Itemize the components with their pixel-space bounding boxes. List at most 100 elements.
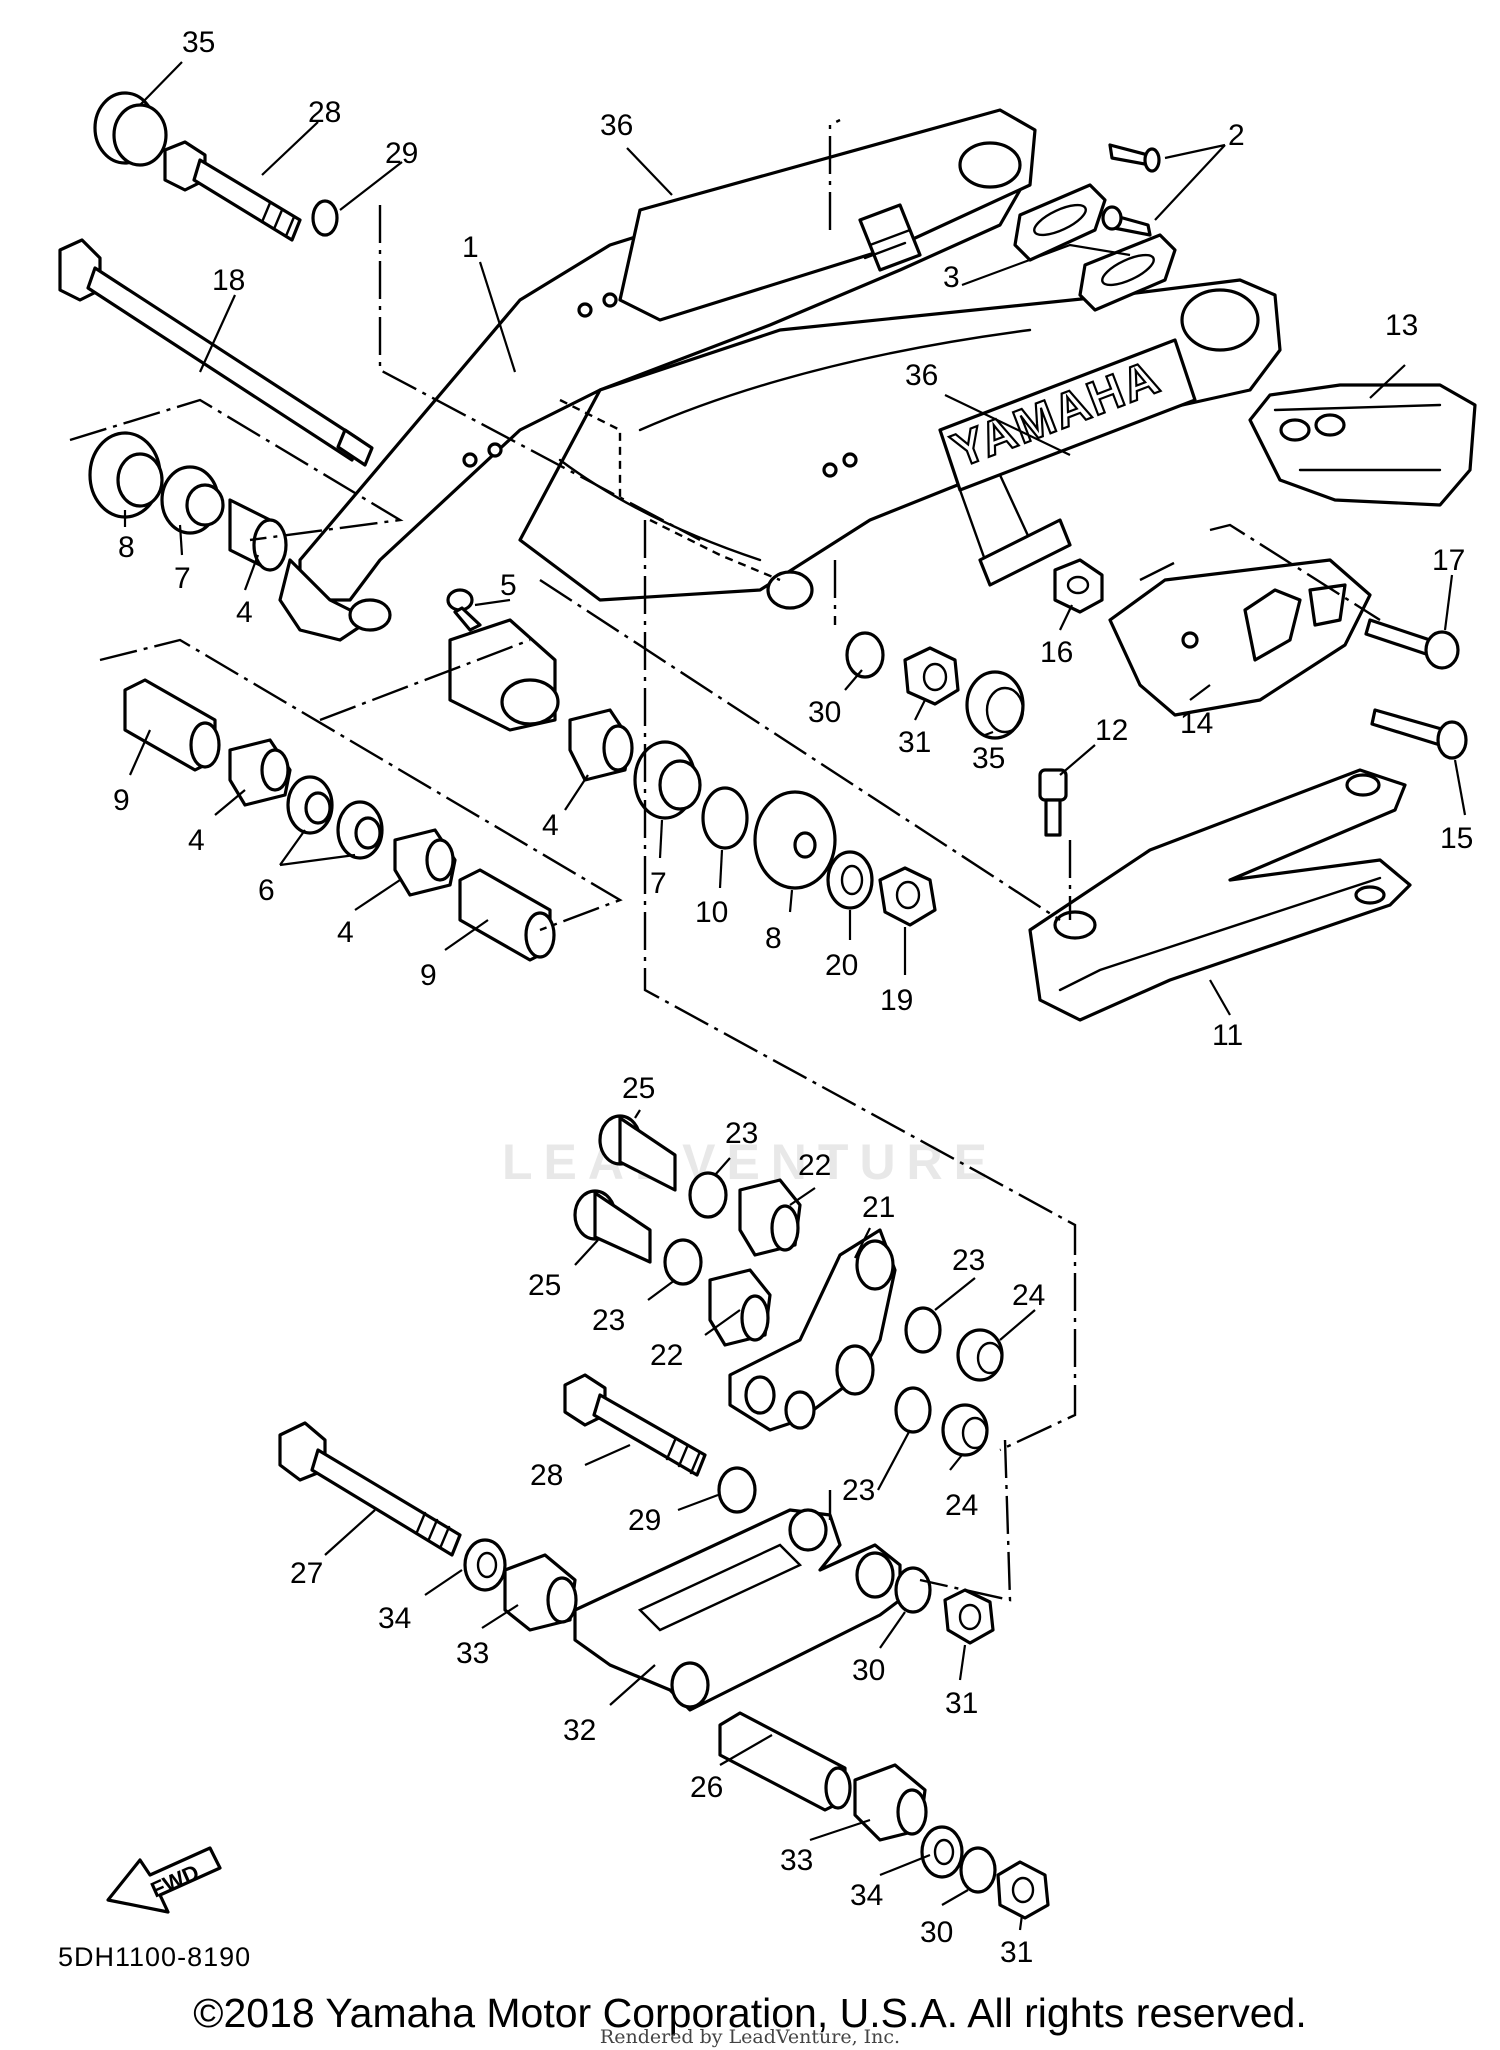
callout-33-left: 33: [456, 1637, 489, 1670]
callout-25-lower: 25: [528, 1269, 561, 1302]
callout-4-upper: 4: [236, 596, 253, 629]
callout-2: 2: [1228, 119, 1245, 152]
screws-part-2: [1101, 143, 1161, 237]
callout-6: 6: [258, 874, 275, 907]
washer-part-23-b: [663, 1238, 703, 1286]
callout-26: 26: [690, 1771, 723, 1804]
callout-17: 17: [1432, 544, 1465, 577]
bolt-part-12: [1038, 768, 1068, 837]
callout-35-right: 35: [972, 742, 1005, 775]
cap-part-35-upper: [93, 91, 168, 167]
bearing-part-4-left: [228, 738, 292, 807]
callout-23-c: 23: [952, 1244, 985, 1277]
bearing-part-7-right: [633, 740, 702, 820]
nut-part-19: [878, 866, 937, 927]
washer-part-23-c: [904, 1306, 942, 1354]
bearing-part-4-right: [568, 708, 634, 782]
swingarm-part-1: YAMAHA: [278, 108, 1282, 732]
washer-part-29-lower: [717, 1466, 757, 1514]
callout-29-top: 29: [385, 137, 418, 170]
collar-part-33-bottom: [853, 1763, 928, 1842]
oil-seal-part-8-upper: [88, 431, 164, 519]
callout-4-mid: 4: [337, 916, 354, 949]
callout-36-mid: 36: [905, 359, 938, 392]
washer-part-34-left: [463, 1538, 507, 1592]
bearing-part-4-mid: [393, 828, 457, 897]
connecting-rod-part-32: [573, 1508, 902, 1712]
bolt-part-28-lower: [563, 1373, 707, 1477]
callout-13: 13: [1385, 309, 1418, 342]
callout-9-left: 9: [113, 784, 130, 817]
callout-23-a: 23: [725, 1117, 758, 1150]
nut-part-31-bottom-a: [943, 1588, 995, 1645]
callout-34-left: 34: [378, 1602, 411, 1635]
chain-support-part-11: [1028, 768, 1412, 1022]
nut-part-16: [1053, 558, 1104, 614]
bolt-part-17: [1364, 618, 1460, 670]
callout-3: 3: [943, 261, 960, 294]
callout-19: 19: [880, 984, 913, 1017]
callout-7-left: 7: [174, 562, 191, 595]
callout-1: 1: [462, 231, 479, 264]
collar-part-22-lower: [708, 1268, 772, 1347]
callout-33-bottom: 33: [780, 1844, 813, 1877]
callout-12: 12: [1095, 714, 1128, 747]
bearing-part-7-upper: [160, 465, 225, 535]
bearing-part-4-upper: [228, 498, 288, 572]
collar-part-24-lower: [941, 1403, 989, 1457]
callout-14: 14: [1180, 707, 1213, 740]
callout-30-bottom-b: 30: [920, 1916, 953, 1949]
oil-seal-part-6a: [286, 775, 334, 835]
nut-part-31-right: [903, 646, 960, 706]
callout-23-b: 23: [592, 1304, 625, 1337]
callout-32: 32: [563, 1714, 596, 1747]
pin-part-25-upper: [598, 1114, 677, 1192]
callout-22-lower: 22: [650, 1339, 683, 1372]
callout-23-d: 23: [842, 1474, 875, 1507]
callout-34-bottom: 34: [850, 1879, 883, 1912]
callout-labels: 35 28 29 36 2 18 1 3 13 36 8 7 4 5 17 16…: [113, 26, 1473, 1969]
callout-29-lower: 29: [628, 1504, 661, 1537]
callout-11: 11: [1212, 1019, 1243, 1052]
diagram-code: 5DH1100-8190: [58, 1942, 252, 1972]
callout-9-right: 9: [420, 959, 437, 992]
callout-10: 10: [695, 896, 728, 929]
callout-31-bottom-a: 31: [945, 1687, 978, 1720]
assembly-lines: [69, 118, 1381, 1602]
callout-27: 27: [290, 1557, 323, 1590]
washer-part-23-a: [688, 1171, 728, 1219]
callout-22-upper: 22: [798, 1149, 831, 1182]
collar-part-5: [446, 588, 482, 632]
callout-21: 21: [862, 1191, 895, 1224]
callout-28-lower: 28: [530, 1459, 563, 1492]
callout-30-bottom-a: 30: [852, 1654, 885, 1687]
callout-4-right: 4: [542, 809, 559, 842]
washer-part-20: [826, 850, 874, 910]
callout-7-right: 7: [650, 867, 667, 900]
washer-part-10: [701, 786, 749, 850]
pivot-shaft-part-18: [58, 238, 374, 467]
bolt-part-15: [1370, 708, 1468, 760]
cap-part-35-right: [965, 670, 1025, 740]
chain-guide-bracket-part-14: [1108, 558, 1372, 717]
washer-part-30-bottom-b: [959, 1846, 997, 1894]
pivot-bolt-part-28-upper: [163, 140, 302, 242]
callout-4-left: 4: [188, 824, 205, 857]
shaft-part-26: [718, 1711, 852, 1812]
oil-seal-part-8-right: [753, 790, 837, 890]
rendered-by-text: Rendered by LeadVenture, Inc.: [599, 2026, 901, 2048]
washer-part-30-right: [845, 631, 885, 679]
copyright-text: ©2018 Yamaha Motor Corporation, U.S.A. A…: [193, 1990, 1307, 2036]
oil-seal-part-6b: [336, 800, 384, 860]
callout-8-left: 8: [118, 531, 135, 564]
collar-part-24-upper: [956, 1328, 1004, 1382]
washer-part-30-bottom-a: [894, 1566, 932, 1614]
callout-20: 20: [825, 949, 858, 982]
pin-part-25-lower: [573, 1189, 652, 1264]
callout-28-top: 28: [308, 96, 341, 129]
collar-part-9-right: [458, 868, 556, 962]
callout-18: 18: [212, 264, 245, 297]
callout-25-upper: 25: [622, 1072, 655, 1105]
callout-15: 15: [1440, 822, 1473, 855]
callout-35-top: 35: [182, 26, 215, 59]
